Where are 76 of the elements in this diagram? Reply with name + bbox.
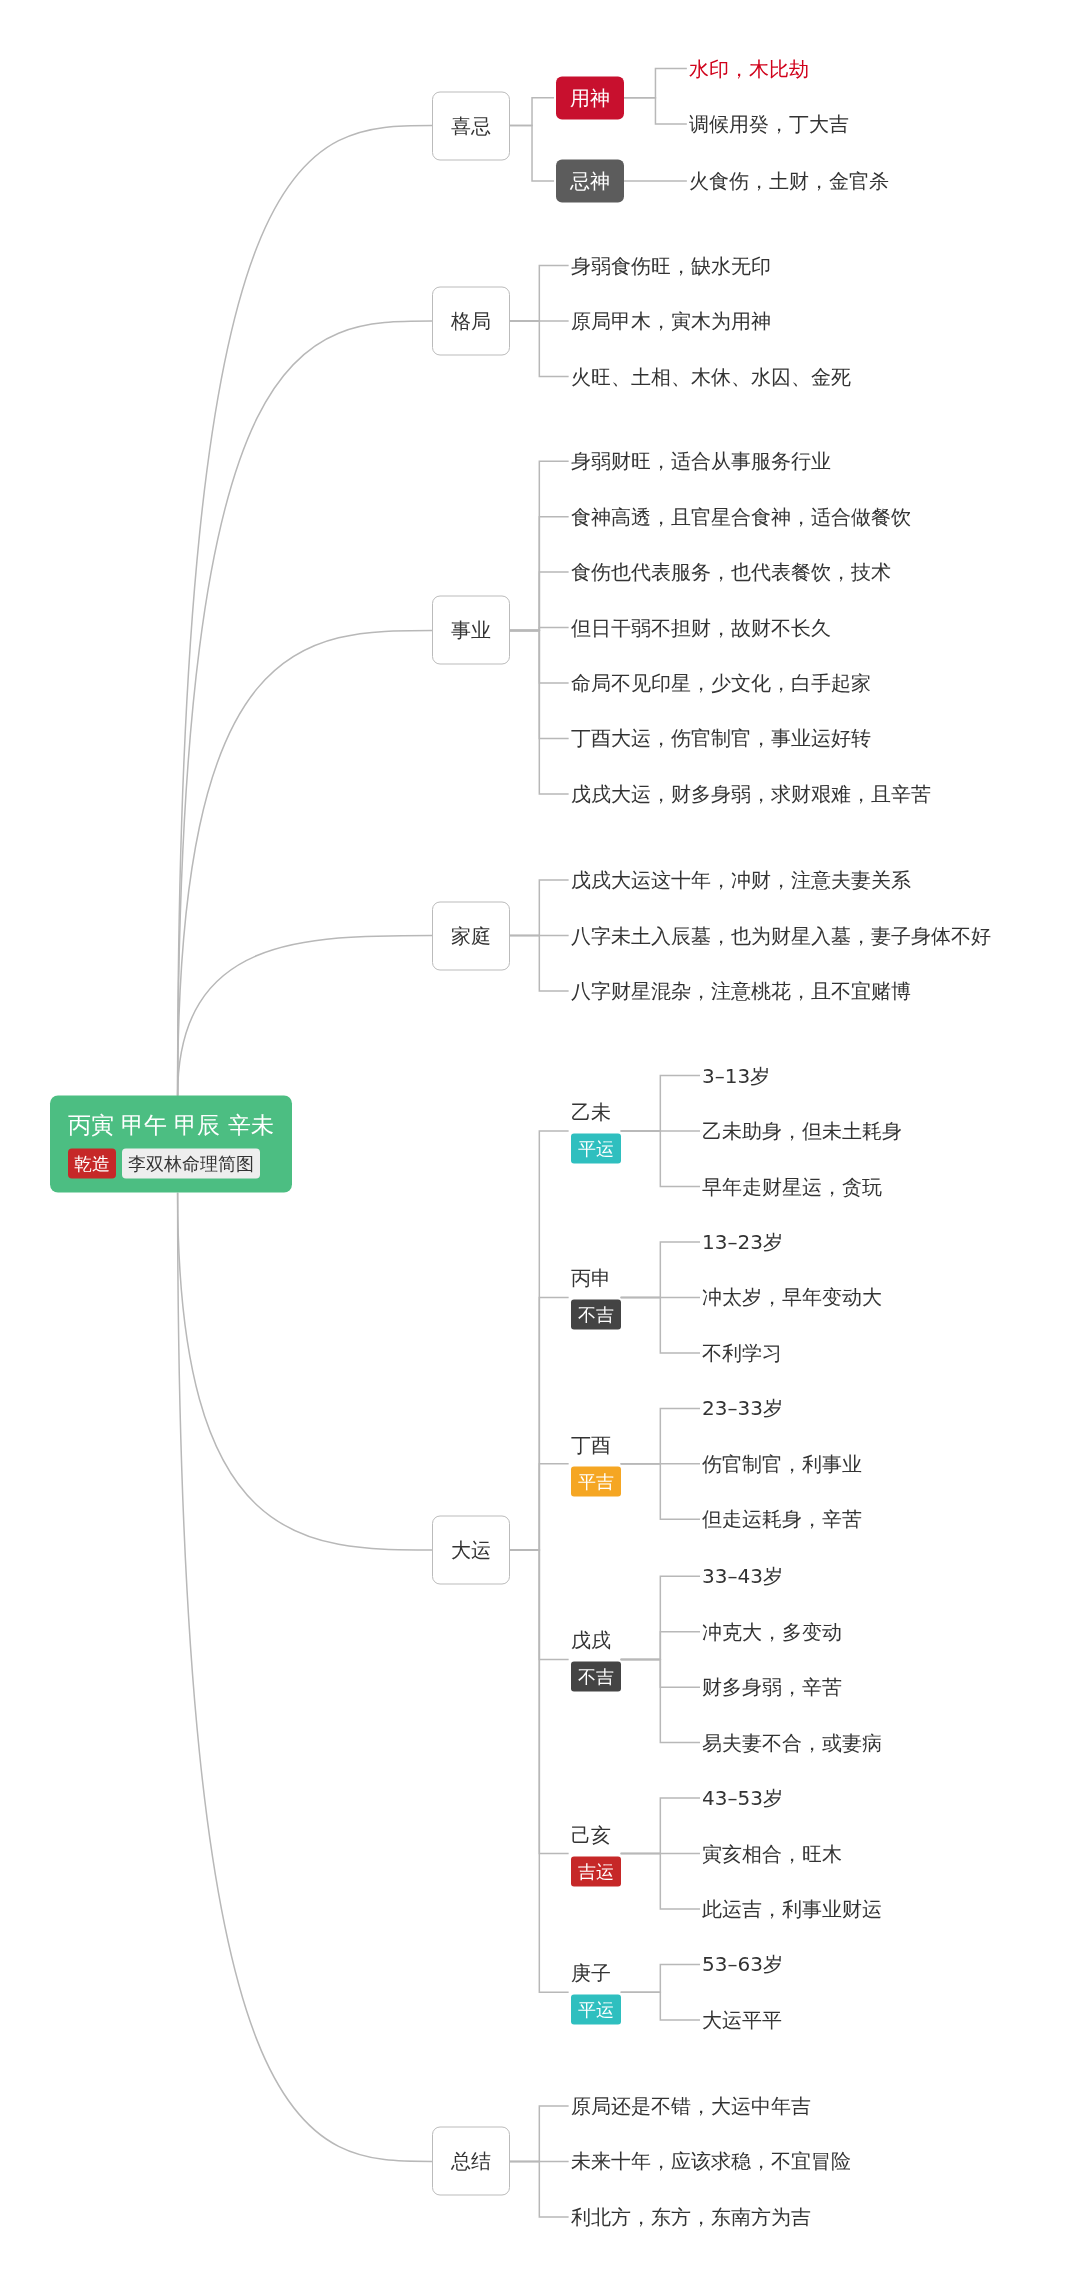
connector-line (509, 2160, 570, 2218)
leaf-text: 八字财星混杂，注意桃花，且不宜赌博 (570, 977, 911, 1005)
leaf-text: 丁酉大运，伤官制官，事业运好转 (570, 725, 871, 752)
connector-line (176, 934, 433, 1097)
leaf-text: 不利学习 (702, 1339, 782, 1367)
connector-line (623, 180, 688, 182)
leaf-text: 寅亥相合，旺木 (702, 1840, 842, 1867)
leaf-text: 此运吉，利事业财运 (702, 1895, 882, 1923)
connector-line (619, 1296, 701, 1354)
leaf-text: 3–13岁 (702, 1062, 771, 1090)
connector-line (176, 1191, 433, 2163)
leaf-text: 但日干弱不担财，故财不长久 (570, 614, 831, 642)
leaf-text: 利北方，东方，东南方为吉 (570, 2203, 811, 2231)
tag-box: 用神 (556, 76, 625, 120)
topic-box: 家庭 (432, 901, 510, 970)
leaf-text: 命局不见印星，少文化，白手起家 (570, 669, 871, 697)
connector-line (509, 934, 570, 992)
leaf-text: 财多身弱，辛苦 (702, 1673, 842, 1701)
leaf-text: 原局甲木，寅木为用神 (570, 307, 771, 335)
root-title: 丙寅 甲午 甲辰 辛未 (67, 1110, 274, 1140)
leaf-text: 易夫妻不合，或妻病 (702, 1729, 882, 1757)
connector-line (509, 320, 570, 378)
topic-box: 事业 (432, 596, 510, 665)
period-label: 己亥 (570, 1821, 612, 1848)
status-badge: 平运 (570, 1994, 621, 2025)
leaf-text: 调候用癸，丁大吉 (688, 110, 849, 138)
leaf-text: 53–63岁 (702, 1950, 783, 1978)
leaf-text: 八字未土入辰墓，也为财星入墓，妻子身体不好 (570, 922, 991, 949)
root-box (49, 1095, 292, 1193)
status-badge: 平运 (570, 1133, 621, 1164)
leaf-text: 早年走财星运，贪玩 (702, 1173, 882, 1201)
topic-box: 格局 (432, 286, 510, 356)
topic-box: 喜忌 (432, 91, 510, 160)
period-label: 庚子 (570, 1959, 612, 1987)
leaf-text: 水印，木比劫 (688, 55, 809, 83)
leaf-text: 乙未助身，但未土耗身 (702, 1117, 902, 1145)
status-badge: 不吉 (570, 1661, 621, 1692)
leaf-text: 但走运耗身，辛苦 (702, 1505, 862, 1533)
leaf-text: 大运平平 (702, 2006, 782, 2034)
connector-line (619, 1852, 701, 1910)
connector-line (509, 629, 570, 795)
leaf-text: 火食伤，土财，金官杀 (688, 167, 889, 195)
leaf-text: 33–43岁 (702, 1562, 783, 1590)
leaf-text: 原局还是不错，大运中年吉 (570, 2092, 811, 2120)
tag-box: 忌神 (556, 159, 625, 203)
leaf-text: 冲太岁，早年变动大 (702, 1283, 882, 1311)
period-label: 丁酉 (570, 1431, 612, 1459)
connector-line (619, 1658, 701, 1744)
status-badge: 不吉 (570, 1299, 621, 1330)
connector-line (619, 1130, 701, 1188)
topic-box: 总结 (432, 2126, 510, 2196)
connector-line (619, 1991, 701, 2021)
status-badge: 吉运 (570, 1856, 621, 1886)
leaf-text: 13–23岁 (702, 1228, 783, 1256)
topic-box: 大运 (432, 1515, 510, 1585)
leaf-text: 43–53岁 (702, 1784, 783, 1812)
connector-line (623, 97, 688, 125)
tag-label: 乾造 (67, 1148, 116, 1179)
leaf-text: 未来十年，应该求稳，不宜冒险 (570, 2147, 851, 2175)
leaf-text: 戊戌大运这十年，冲财，注意夫妻关系 (570, 866, 911, 894)
leaf-text: 23–33岁 (702, 1394, 783, 1422)
status-badge: 平吉 (570, 1466, 621, 1497)
leaf-text: 身弱食伤旺，缺水无印 (570, 252, 771, 280)
leaf-text: 食神高透，且官星合食神，适合做餐饮 (570, 503, 911, 531)
period-label: 戊戌 (570, 1626, 612, 1654)
period-label: 乙未 (570, 1098, 612, 1126)
leaf-text: 冲克大，多变动 (702, 1618, 842, 1646)
leaf-text: 身弱财旺，适合从事服务行业 (570, 447, 831, 475)
leaf-text: 食伤也代表服务，也代表餐饮，技术 (570, 558, 891, 586)
leaf-text: 戊戌大运，财多身弱，求财艰难，且辛苦 (570, 780, 931, 808)
connector-line (619, 1463, 701, 1521)
leaf-text: 伤官制官，利事业 (702, 1450, 862, 1478)
connector-line (509, 124, 555, 182)
leaf-text: 火旺、土相、木休、水囚、金死 (570, 363, 851, 391)
tag-label: 李双林命理简图 (121, 1148, 260, 1179)
period-label: 丙申 (570, 1264, 612, 1292)
